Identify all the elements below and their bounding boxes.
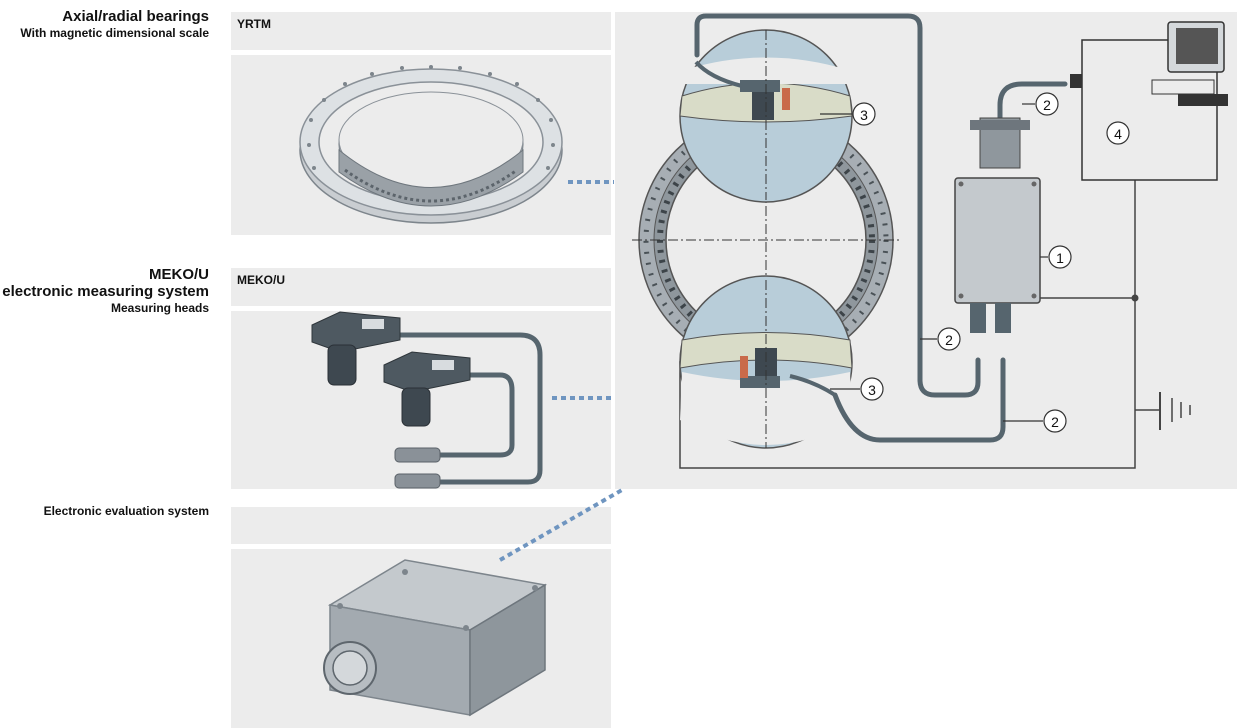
callouts [820,92,1130,433]
evaluation-title: Electronic evaluation system [43,504,209,518]
evaluation-header [231,507,611,544]
callout-2a [1022,92,1059,116]
bearing-title: Axial/radial bearings [62,8,209,25]
meko-title-line1: MEKO/U [149,266,209,283]
meko-heads-illustration [311,311,543,489]
callout-4-text: 4 [1114,126,1122,142]
sensor-magnifier-bottom [679,275,853,449]
callout-4 [1106,121,1130,145]
callout-3b [830,377,884,401]
label-meko: MEKO/U electronic measuring system Measu… [2,266,209,317]
meko-subtitle: Measuring heads [110,301,209,315]
callout-2b-text: 2 [945,332,953,348]
ground-node [1131,294,1139,302]
callout-3b-text: 3 [868,382,876,398]
callout-3a [820,102,876,126]
callout-2a-text: 2 [1043,97,1051,113]
evaluation-box-illustration [323,559,548,717]
sensor-magnifier-top [679,29,853,203]
callout-1-text: 1 [1056,250,1064,266]
callout-2c-text: 2 [1051,414,1059,430]
callout-1 [1040,245,1072,269]
callout-2c [1003,409,1067,433]
yrtm-bearing-illustration [299,65,563,224]
meko-title-line2: electronic measuring system [2,283,209,300]
callout-2b [920,327,961,351]
cable-inner-top [694,60,837,397]
cables [694,13,1068,443]
meko-header: MEKO/U [231,268,611,306]
bearing-subtitle: With magnetic dimensional scale [20,26,209,40]
label-evaluation: Electronic evaluation system [44,503,209,520]
callout-3a-text: 3 [860,107,868,123]
link-dots-evaluation [499,488,623,562]
evaluation-unit-drawing [954,117,1041,333]
yrtm-header: YRTM [231,12,611,50]
computer-drawing [1070,21,1228,181]
label-axial-radial: Axial/radial bearings With magnetic dime… [20,8,209,42]
